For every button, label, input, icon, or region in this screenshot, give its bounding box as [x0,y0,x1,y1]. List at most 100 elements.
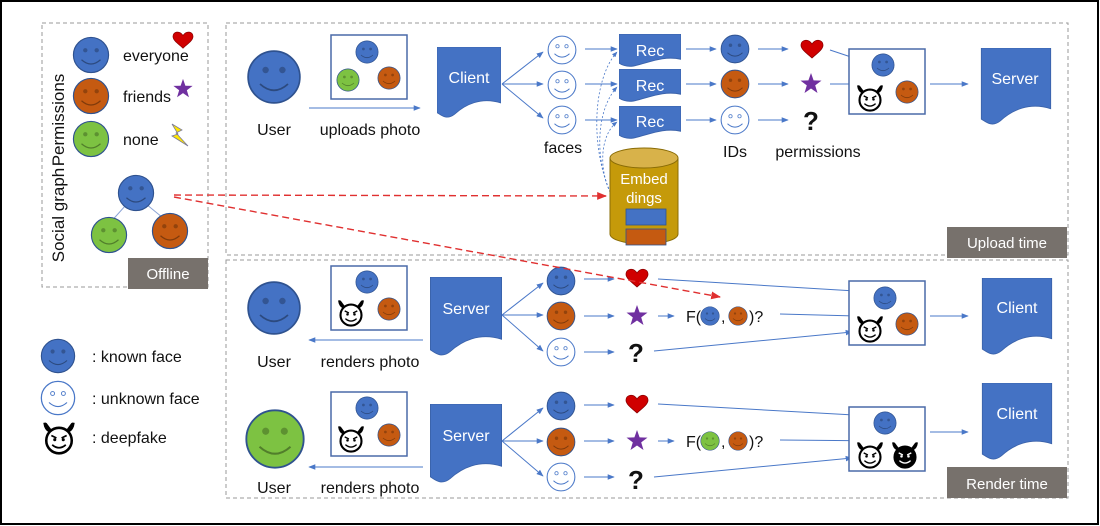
permissions-label: permissions [775,144,860,161]
graph-node-blue [117,174,155,212]
id-known-orange [720,69,750,99]
upload-time-tag [947,227,1067,258]
photo-face-orange [377,423,401,447]
deepfake-icon [338,425,364,453]
deepfake-icon [338,299,364,327]
permissions-title: Permissions [49,74,68,167]
rec-label: Rec [636,114,664,131]
user-label: User [257,354,291,371]
heart-icon [625,268,649,288]
branch-arrow [501,83,544,119]
branch-arrow [501,314,544,352]
photo-face-orange [377,66,401,90]
photo-face-green [336,68,360,92]
offline-border [41,22,209,288]
perm-none-label: none [123,132,159,149]
offline-tag [128,258,208,289]
unknown-permission-icon: ? [628,338,644,368]
face-known-orange [546,301,576,331]
offline-tag-label: Offline [146,266,189,283]
offline-panel: Permissions Social graph everyone friend… [41,22,209,289]
face-known-blue [546,391,576,421]
star-icon [626,430,648,450]
to-photo-arrow [657,278,873,295]
rec-label: Rec [636,78,664,95]
deepfake-label: : deepfake [92,430,167,447]
photo-face-blue [355,396,379,420]
renders-photo-label: renders photo [321,354,420,371]
render-panel: User renders photo Server ? F( , )? [225,259,1069,499]
func-face-orange [728,431,748,451]
ids-label: IDs [723,144,747,161]
face-unknown [546,462,576,492]
client-label: Client [997,406,1038,423]
deepfake-icon [857,315,883,343]
unknown-permission-icon: ? [803,106,819,136]
deepfake-icon [857,84,883,112]
social-graph-to-function-link [173,196,721,300]
func-face-blue [700,306,720,326]
branch-arrow [501,51,544,85]
heart-icon [172,31,194,49]
face-unknown [547,70,577,100]
to-photo-arrow [657,403,873,419]
user-label: User [257,122,291,139]
star-icon [626,305,648,325]
uploads-photo-label: uploads photo [320,122,421,139]
face-green-icon [72,120,110,158]
heart-icon [625,394,649,414]
unknown-face-icon [40,380,76,416]
to-photo-arrow [653,329,853,352]
photo-face-blue [873,286,897,310]
upload-time-label: Upload time [967,235,1047,252]
photo-face-blue [873,411,897,435]
func-suffix: )? [749,434,763,451]
lightning-icon [171,123,189,147]
embeddings-label-1: Embed [620,171,668,188]
photo-face-blue [355,270,379,294]
id-unknown [720,105,750,135]
photo-face-orange [895,80,919,104]
face-unknown [547,105,577,135]
func-face-green [700,431,720,451]
server-label: Server [991,71,1039,88]
func-sep: , [721,434,725,451]
photo-face-orange [377,297,401,321]
to-photo-arrow [653,455,853,478]
client-label: Client [997,300,1038,317]
render-time-tag [947,467,1067,498]
embedding-link [596,51,618,197]
face-orange-icon [72,77,110,115]
branch-arrow [501,407,544,442]
social-graph-to-embeddings-link [173,192,607,200]
photo-face-blue [355,40,379,64]
deepfake-icon [857,441,883,469]
branch-arrow [501,440,544,477]
known-face-label: : known face [92,349,182,366]
embeddings-label-2: dings [626,190,662,207]
func-sep: , [721,309,725,326]
func-prefix: F( [686,434,702,451]
func-face-orange [728,306,748,326]
renders-photo-label: renders photo [321,480,420,497]
photo-face-blue [871,53,895,77]
face-blue-icon [72,36,110,74]
unknown-face-label: : unknown face [92,391,200,408]
face-legend: : known face : unknown face : deepfake [40,338,200,455]
upload-border [225,22,1069,256]
user-avatar-green [245,409,305,469]
social-graph-title: Social graph [49,168,68,263]
known-face-icon [40,338,76,374]
server-label: Server [442,428,490,445]
deepfake-dark-icon [892,441,918,469]
perm-friends-label: friends [123,89,171,106]
user-avatar [247,50,301,104]
func-prefix: F( [686,309,702,326]
photo-face-orange [895,312,919,336]
face-unknown [546,337,576,367]
render-time-label: Render time [966,476,1048,493]
graph-node-orange [151,212,189,250]
